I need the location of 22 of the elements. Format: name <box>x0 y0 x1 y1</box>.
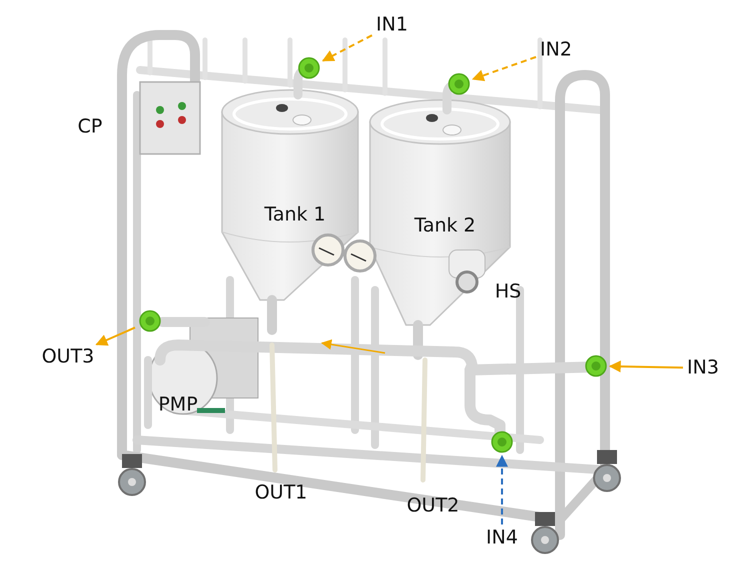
port-label: OUT2 <box>406 496 460 516</box>
leader-arrow <box>472 56 536 82</box>
leader-arrow <box>496 454 508 524</box>
hose-fitting-icon <box>491 431 513 453</box>
hose-fitting-icon <box>139 310 161 332</box>
port-label: IN2 <box>540 40 572 60</box>
hose-fitting-icon <box>585 355 607 377</box>
part-label: CP <box>78 118 102 136</box>
part-label: PMP <box>158 396 198 414</box>
leader-arrow <box>95 326 136 346</box>
port-label: IN4 <box>486 528 518 548</box>
port-label: IN3 <box>687 358 719 378</box>
hose-fitting-icon <box>448 73 470 95</box>
part-label: HS <box>494 282 522 302</box>
leader-arrow <box>608 360 684 372</box>
leader-arrow <box>322 34 372 62</box>
port-label: OUT3 <box>42 348 94 366</box>
port-label: IN1 <box>376 16 408 34</box>
part-label: Tank 1 <box>264 206 326 224</box>
part-label: Tank 2 <box>414 216 476 236</box>
port-label: OUT1 <box>254 484 308 502</box>
hose-fitting-icon <box>298 57 320 79</box>
